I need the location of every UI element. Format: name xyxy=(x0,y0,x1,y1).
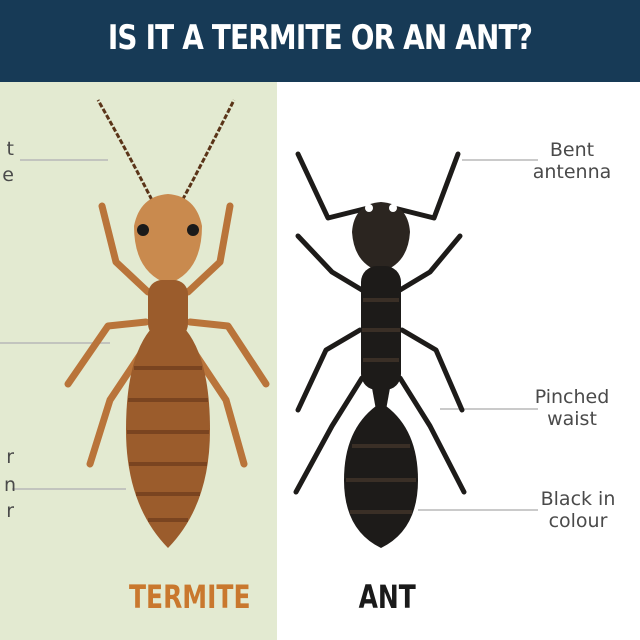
termite-label-fragment-4: n xyxy=(3,474,16,496)
termite-label-fragment-2: e xyxy=(2,164,14,186)
termite-right-eye xyxy=(187,224,199,236)
termite-label-fragment-1: t xyxy=(6,138,14,160)
termite-label-fragment-5: r xyxy=(6,500,14,522)
termite-left-eye xyxy=(137,224,149,236)
termite-legs xyxy=(64,202,270,468)
ant-antenna-label-line2: antenna xyxy=(532,161,612,183)
ant-right-eye xyxy=(389,204,397,212)
ant-antenna-label: Bent antenna xyxy=(530,139,614,183)
ant-panel xyxy=(277,82,640,640)
title-banner xyxy=(0,0,640,82)
termite-right-antenna xyxy=(174,99,236,213)
ant-left-eye xyxy=(365,204,373,212)
ant-colour-label-line1: Black in xyxy=(540,488,616,510)
ant-illustration xyxy=(293,151,467,548)
termite-thorax xyxy=(148,280,188,338)
ant-left-antenna xyxy=(295,151,371,221)
termite-abdomen xyxy=(126,330,210,548)
ant-waist-label-line2: waist xyxy=(547,408,597,430)
ant-waist-label: Pinched waist xyxy=(530,386,614,430)
ant-abdomen-stripes xyxy=(346,444,416,514)
ant-thorax-stripes xyxy=(362,298,400,362)
page-title: IS IT A TERMITE OR AN ANT? xyxy=(107,18,533,58)
ant-right-antenna xyxy=(391,151,461,221)
leader-lines xyxy=(0,159,538,511)
ant-abdomen xyxy=(344,406,418,548)
ant-legs xyxy=(293,233,467,495)
ant-colour-label: Black in colour xyxy=(530,488,626,532)
termite-illustration xyxy=(64,99,270,548)
termite-abdomen-stripes xyxy=(127,366,209,522)
ant-head xyxy=(352,202,410,272)
termite-left-antenna xyxy=(96,99,160,213)
ant-name: ANT xyxy=(358,578,416,616)
termite-label-fragment-3: r xyxy=(6,446,14,468)
ant-colour-label-line2: colour xyxy=(548,510,608,532)
termite-head xyxy=(134,194,202,284)
ant-antenna-label-line1: Bent xyxy=(549,139,595,161)
ant-waist-label-line1: Pinched xyxy=(534,386,610,408)
termite-name: TERMITE xyxy=(129,578,251,616)
ant-waist xyxy=(372,388,390,410)
